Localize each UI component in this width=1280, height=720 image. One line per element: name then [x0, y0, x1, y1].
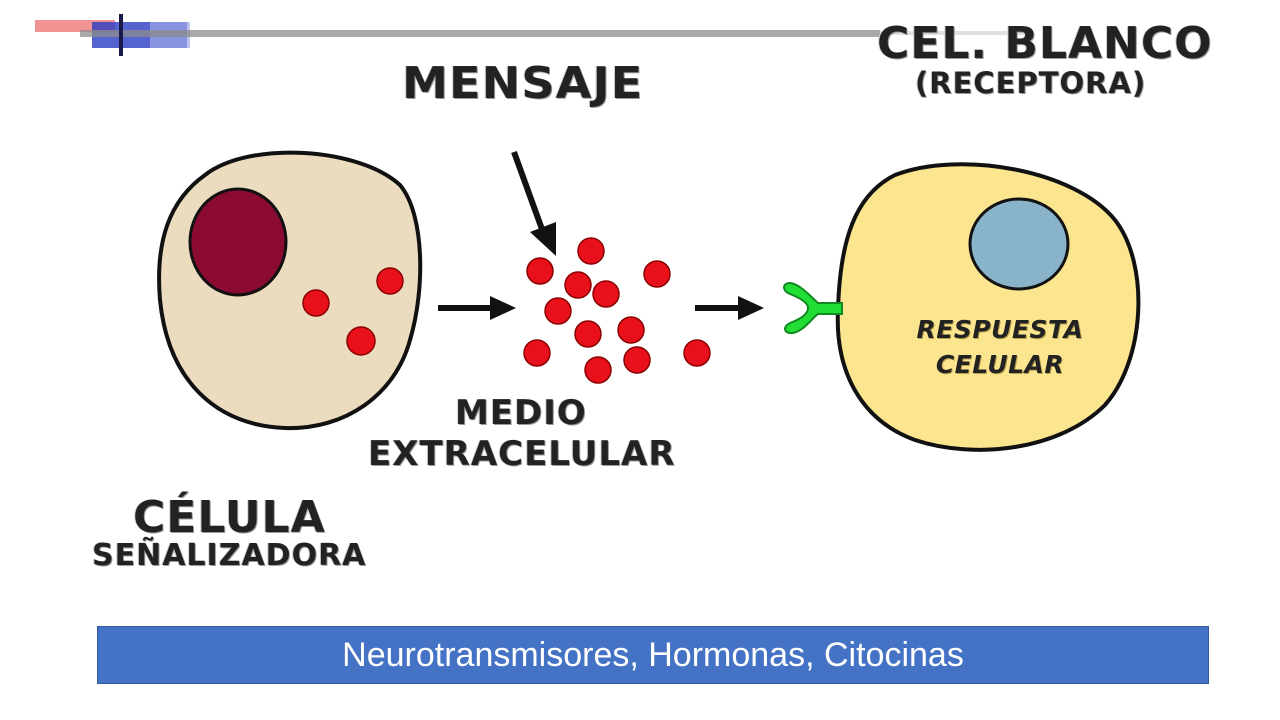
message-label: MENSAJE: [402, 58, 644, 109]
target-cell-nucleus: [968, 197, 1070, 291]
signal-molecule: [564, 271, 592, 299]
signal-molecule: [592, 280, 620, 308]
signal-molecules: [523, 237, 711, 384]
arrow-down-right-icon: [511, 150, 556, 256]
signal-molecule: [683, 339, 711, 367]
target-cell: [835, 162, 1141, 452]
signaling-cell-nucleus: [188, 187, 288, 297]
signaling-cell-title: CÉLULA: [133, 492, 326, 543]
signaling-cell-subtitle: SEÑALIZADORA: [92, 538, 367, 573]
target-cell-title: CEL. BLANCO: [877, 18, 1213, 69]
arrow-right-icon: [695, 296, 764, 320]
medium-label-line1: MEDIO: [455, 393, 587, 433]
signal-molecule: [574, 320, 602, 348]
signal-molecule: [617, 316, 645, 344]
medium-label-line2: EXTRACELULAR: [368, 434, 676, 474]
arrow-right-icon: [438, 296, 516, 320]
signal-molecule: [523, 339, 551, 367]
signaling-cell: [157, 150, 423, 431]
signal-molecule: [577, 237, 605, 265]
target-cell-subtitle: (RECEPTORA): [915, 66, 1147, 100]
footer-text: Neurotransmisores, Hormonas, Citocinas: [342, 635, 964, 674]
response-label-line2: CELULAR: [935, 350, 1065, 379]
top-decoration: [35, 14, 1030, 56]
response-label-line1: RESPUESTA: [916, 315, 1084, 344]
signal-molecule: [584, 356, 612, 384]
vesicle-molecule: [346, 326, 376, 356]
vesicle-molecule: [302, 289, 330, 317]
signal-molecule: [526, 257, 554, 285]
signal-molecule: [643, 260, 671, 288]
signal-molecule: [544, 297, 572, 325]
vesicle-molecule: [376, 267, 404, 295]
receptor-icon: [783, 281, 843, 335]
target-cell-membrane: [835, 162, 1141, 452]
signal-molecule: [623, 346, 651, 374]
footer-banner: Neurotransmisores, Hormonas, Citocinas: [97, 626, 1209, 684]
